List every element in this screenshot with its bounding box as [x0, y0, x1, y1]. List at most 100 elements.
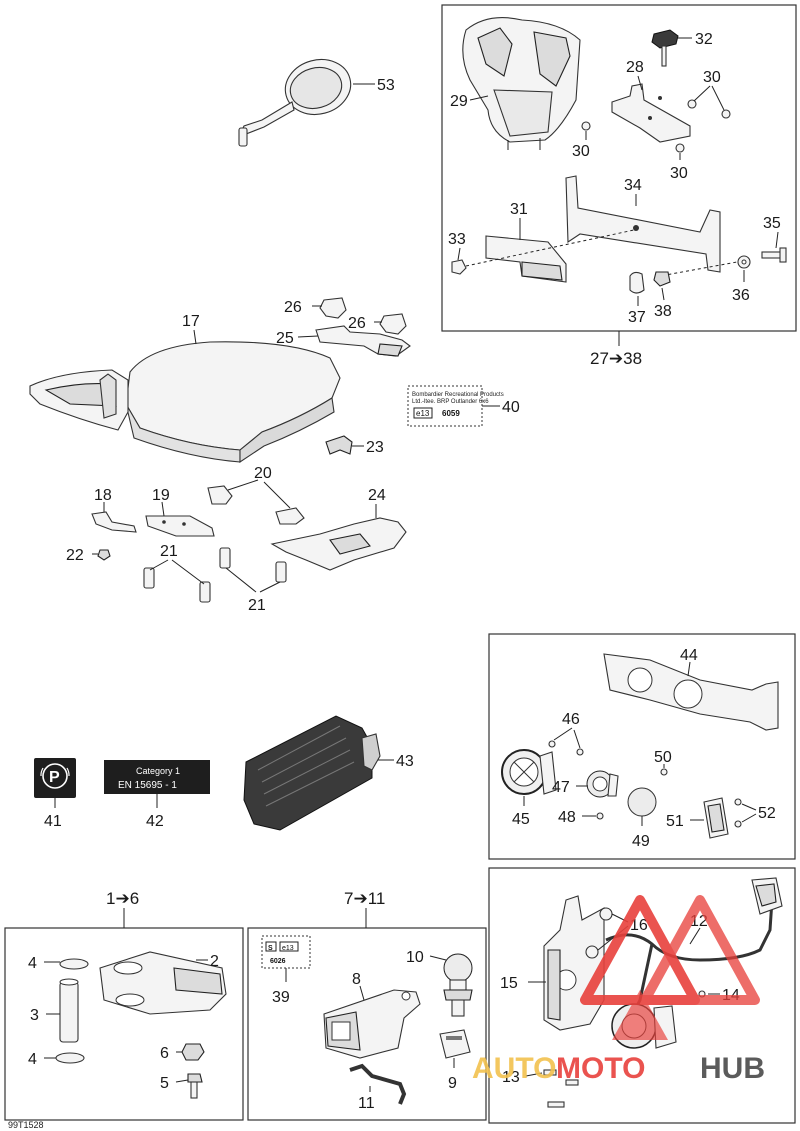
callout-38: 38: [654, 303, 672, 320]
callout-16: 16: [630, 917, 648, 934]
callout-49: 49: [632, 833, 650, 850]
callout-32: 32: [695, 31, 713, 48]
clip-4-parts: [55, 958, 89, 1064]
screw-48-part: [596, 812, 604, 820]
svg-text:6026: 6026: [270, 958, 286, 965]
mirror-part: [238, 59, 352, 147]
frame-12-16: [488, 867, 796, 1124]
callout-30-a: 30: [703, 69, 721, 86]
label-40: Bombardier Recreational Products Ltd.-lt…: [407, 385, 504, 427]
svg-text:EN 15695 - 1: EN 15695 - 1: [118, 780, 177, 791]
svg-text:S: S: [268, 945, 273, 952]
svg-text:P: P: [49, 769, 60, 786]
bolt-35-part: [761, 247, 787, 263]
frame-1-6: [4, 927, 244, 1121]
callout-39: 39: [272, 989, 290, 1006]
bracket-20-parts: [207, 485, 305, 525]
hitch-bracket-2-part: [99, 951, 227, 1015]
cap-37-part: [629, 271, 645, 294]
cover-24-part: [270, 517, 407, 571]
screw-52-parts: [734, 798, 742, 828]
callout-13: 13: [502, 1069, 520, 1086]
lamp-45-part: [501, 749, 557, 795]
nut-6-part: [181, 1043, 205, 1061]
callout-26-a: 26: [284, 299, 302, 316]
lens-49-part: [627, 787, 657, 817]
svg-text:Category 1: Category 1: [136, 766, 180, 776]
callout-8: 8: [352, 971, 361, 988]
callout-51: 51: [666, 813, 684, 830]
clip-23-part: [325, 435, 353, 455]
nut-38-part: [653, 271, 671, 287]
backrest-part: [462, 17, 581, 150]
svg-text:6059: 6059: [442, 409, 460, 418]
receiver-8-part: [323, 989, 421, 1059]
callout-5: 5: [160, 1075, 169, 1092]
callout-15: 15: [500, 975, 518, 992]
bracket-25-part: [315, 325, 411, 357]
park-label-41: P: [34, 758, 76, 798]
callout-47: 47: [552, 779, 570, 796]
screws-13-parts: [543, 1069, 579, 1108]
callout-28: 28: [626, 59, 644, 76]
pin-11-part: [349, 1063, 407, 1105]
callout-45: 45: [512, 811, 530, 828]
callout-7-11: 7➔11: [344, 889, 385, 908]
hitch-plate-15-part: [543, 895, 605, 1031]
fastener-22-part: [97, 549, 111, 561]
hitch-ball-10-part: [443, 953, 473, 1017]
callout-23: 23: [366, 439, 384, 456]
callout-4-a: 4: [28, 955, 37, 972]
callout-34: 34: [624, 177, 642, 194]
callout-53: 53: [377, 77, 395, 94]
reflector-51-part: [703, 797, 729, 839]
callout-2: 2: [210, 953, 219, 970]
callout-27-38: 27➔38: [590, 349, 642, 368]
bracket-31-part: [485, 235, 567, 283]
svg-text:HUB: HUB: [700, 1052, 765, 1085]
callout-25: 25: [276, 330, 294, 347]
callout-26-b: 26: [348, 315, 366, 332]
screw-50-part: [660, 768, 668, 776]
callout-24: 24: [368, 487, 386, 504]
spacer-21-parts: [143, 547, 287, 603]
callout-50: 50: [654, 749, 672, 766]
bolt-5-part: [187, 1073, 203, 1099]
callout-6: 6: [160, 1045, 169, 1062]
callout-3: 3: [30, 1007, 39, 1024]
lamp-47-part: [586, 770, 619, 798]
callout-33: 33: [448, 231, 466, 248]
callout-29: 29: [450, 93, 468, 110]
callout-46: 46: [562, 711, 580, 728]
callout-35: 35: [763, 215, 781, 232]
callout-44: 44: [680, 647, 698, 664]
callout-9: 9: [448, 1075, 457, 1092]
svg-text:Ltd.-ltee. BRP Outlander 6x6: Ltd.-ltee. BRP Outlander 6x6: [412, 399, 489, 405]
callout-18: 18: [94, 487, 112, 504]
nut-26-parts: [319, 297, 407, 335]
callout-11: 11: [358, 1095, 375, 1112]
svg-text:MOTO: MOTO: [556, 1052, 645, 1085]
screw-46-parts: [548, 740, 584, 756]
callout-1-6: 1➔6: [106, 889, 139, 908]
callout-40: 40: [502, 399, 520, 416]
callout-30-c: 30: [670, 165, 688, 182]
bracket-19-part: [145, 515, 215, 537]
svg-text:Bombardier Recreational Produc: Bombardier Recreational Products: [412, 392, 504, 398]
harness-12-part: [605, 877, 783, 1021]
callout-21-b: 21: [248, 597, 266, 614]
callout-48: 48: [558, 809, 576, 826]
callout-37: 37: [628, 309, 646, 326]
callout-4-b: 4: [28, 1051, 37, 1068]
callout-21-a: 21: [160, 543, 178, 560]
callout-31: 31: [510, 201, 528, 218]
svg-text:AUTO: AUTO: [472, 1052, 556, 1085]
frame-44-52: [488, 633, 796, 860]
svg-text:e13: e13: [416, 409, 430, 418]
callout-17: 17: [182, 313, 200, 330]
callout-19: 19: [152, 487, 170, 504]
nut-33-part: [451, 259, 467, 275]
label-39: S e13 6026: [261, 935, 311, 969]
clip-18-part: [91, 511, 137, 533]
